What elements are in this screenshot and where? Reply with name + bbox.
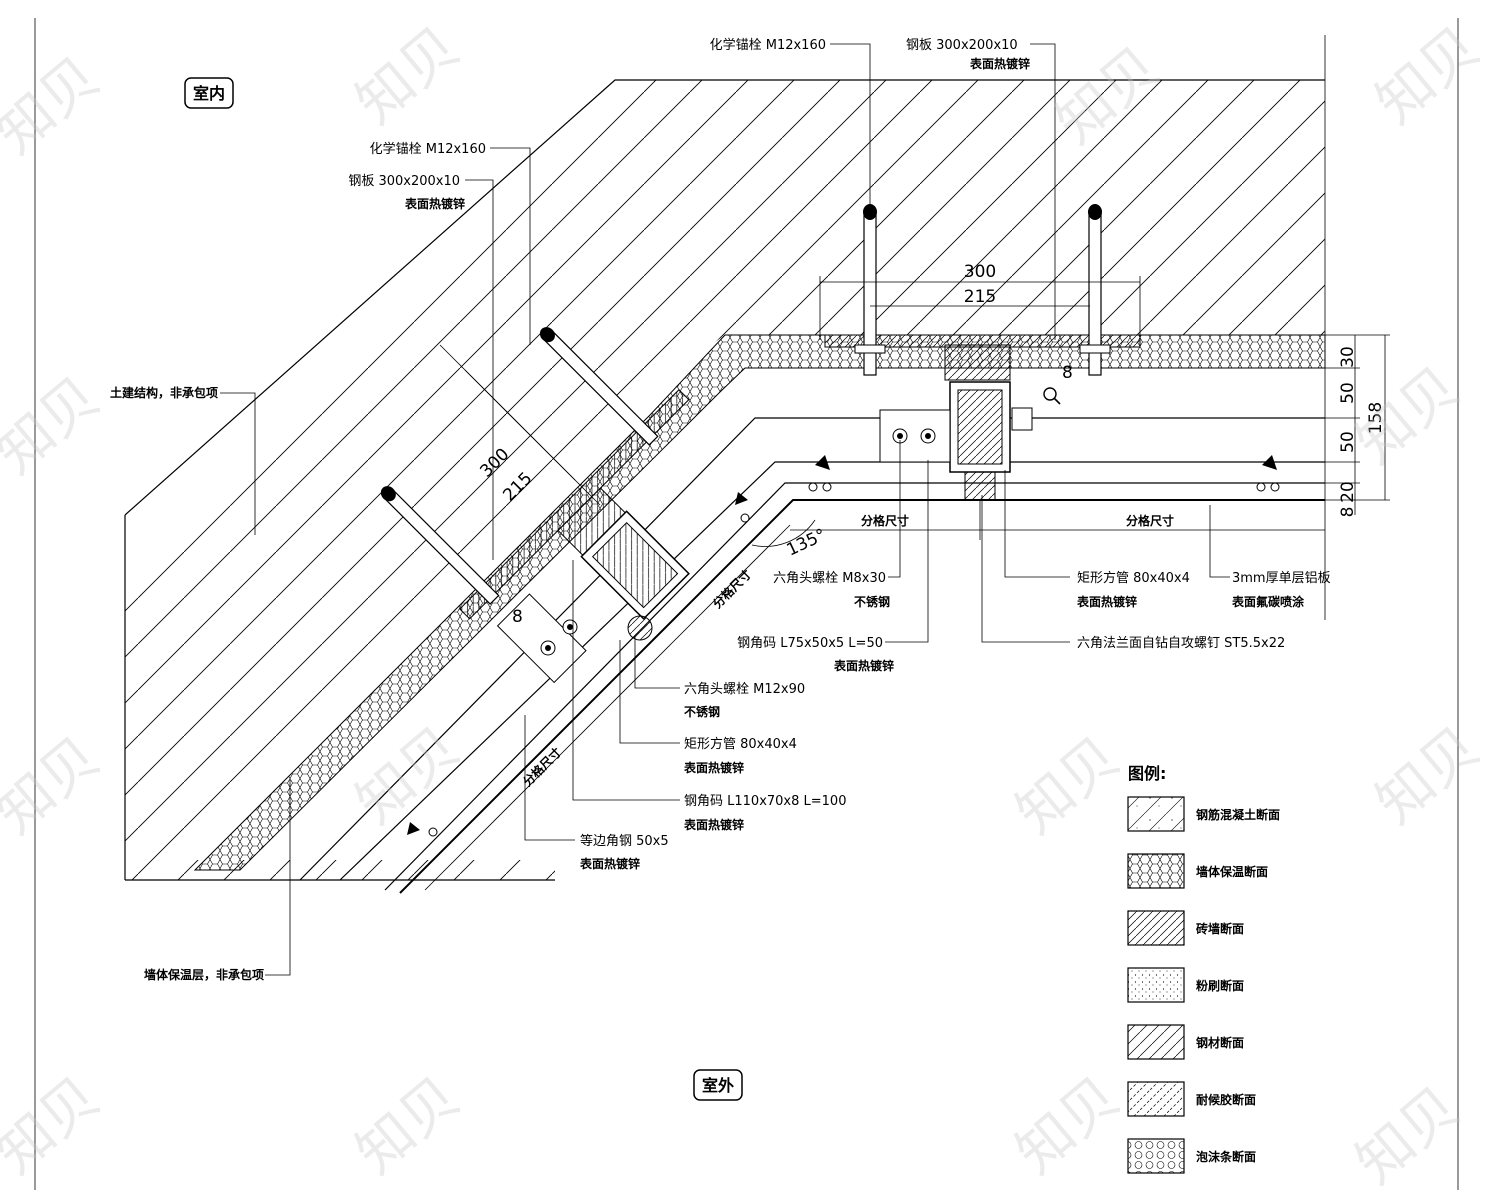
callout-anchor-top: 化学锚栓 M12x160 — [710, 37, 826, 53]
legend-label: 泡沫条断面 — [1196, 1149, 1256, 1164]
outdoor-mark: 室外 — [693, 1069, 743, 1101]
callout-equal-angle-finish: 表面热镀锌 — [579, 856, 640, 871]
dim-8-top: 8 — [1062, 363, 1073, 383]
dim-grid-a: 分格尺寸 — [861, 513, 909, 528]
callout-screw: 六角法兰面自钻自攻螺钉 ST5.5x22 — [1077, 636, 1285, 651]
callout-anchor-left: 化学锚栓 M12x160 — [370, 141, 486, 157]
dim-215-top: 215 — [964, 287, 996, 307]
watermark-text: 知贝 — [1344, 355, 1472, 477]
callout-angle-l110: 钢角码 L110x70x8 L=100 — [684, 794, 846, 809]
legend-item: 墙体保温断面 — [1127, 853, 1268, 889]
callout-alu-panel: 3mm厚单层铝板 — [1232, 571, 1331, 586]
legend-swatch — [1127, 910, 1185, 946]
callout-alu-panel-finish: 表面氟碳喷涂 — [1231, 594, 1305, 609]
legend-swatch — [1127, 796, 1185, 832]
legend-item: 耐候胶断面 — [1127, 1081, 1256, 1117]
dim-grid-c: 分格尺寸 — [710, 567, 755, 612]
callout-equal-angle: 等边角钢 50x5 — [580, 833, 669, 849]
watermark-text: 知贝 — [0, 365, 112, 487]
watermark-text: 知贝 — [1004, 725, 1132, 847]
dim-8-side: 8 — [1338, 507, 1358, 518]
watermark-text: 知贝 — [1004, 1065, 1132, 1187]
legend-title: 图例: — [1128, 764, 1166, 783]
callout-bolt-m12: 六角头螺栓 M12x90 — [684, 682, 805, 697]
callout-angle-l110-finish: 表面热镀锌 — [683, 817, 744, 832]
legend-swatch — [1127, 853, 1185, 889]
watermark-text: 知贝 — [0, 45, 112, 167]
legend-label: 墙体保温断面 — [1196, 864, 1268, 879]
legend-item: 砖墙断面 — [1127, 910, 1244, 946]
leader-lines — [220, 43, 1230, 976]
dim-30: 30 — [1338, 346, 1358, 368]
dim-8-diag: 8 — [512, 607, 523, 627]
legend-item: 粉刷断面 — [1127, 967, 1244, 1003]
legend-item: 钢筋混凝土断面 — [1127, 796, 1280, 832]
watermark-text: 知贝 — [1364, 15, 1492, 137]
callout-plate-top: 钢板 300x200x10 — [906, 38, 1018, 53]
dim-grid-b: 分格尺寸 — [1126, 513, 1174, 528]
callout-bolt-m8-mat: 不锈钢 — [854, 594, 890, 609]
magnifier-icon — [1043, 387, 1061, 405]
dim-158: 158 — [1366, 402, 1386, 434]
watermark-text: 知贝 — [344, 15, 472, 137]
outdoor-label: 室外 — [702, 1076, 734, 1095]
legend-label: 钢材断面 — [1196, 1035, 1244, 1050]
callouts: 化学锚栓 M12x160 钢板 300x200x10 表面热镀锌 化学锚栓 M1… — [110, 37, 1331, 982]
legend-label: 粉刷断面 — [1196, 978, 1244, 993]
watermark-text: 知贝 — [1364, 715, 1492, 837]
callout-tube-left-finish: 表面热镀锌 — [683, 760, 744, 775]
dim-300-top: 300 — [964, 262, 996, 282]
callout-bolt-m8: 六角头螺栓 M8x30 — [773, 571, 886, 586]
diagonal-anchor-assembly — [380, 327, 750, 837]
callout-civil-structure: 土建结构，非承包项 — [110, 385, 218, 400]
callout-angle-l75-finish: 表面热镀锌 — [833, 658, 894, 673]
concrete-structure — [124, 35, 1326, 881]
dim-50a: 50 — [1338, 382, 1358, 404]
watermark-text: 知贝 — [0, 725, 112, 847]
panel-skin — [299, 417, 1325, 894]
callout-angle-l75: 钢角码 L75x50x5 L=50 — [737, 636, 883, 651]
callout-plate-top-finish: 表面热镀锌 — [969, 56, 1030, 71]
legend-swatch — [1127, 967, 1185, 1003]
legend-label: 耐候胶断面 — [1196, 1092, 1256, 1107]
indoor-label: 室内 — [193, 84, 225, 103]
top-anchor-assembly — [808, 204, 1280, 501]
watermark-text: 知贝 — [344, 1065, 472, 1187]
dim-50b: 50 — [1338, 431, 1358, 453]
callout-tube-right-finish: 表面热镀锌 — [1076, 594, 1137, 609]
legend-swatch — [1127, 1138, 1185, 1174]
indoor-mark: 室内 — [184, 77, 234, 109]
callout-wall-insulation: 墙体保温层，非承包项 — [144, 967, 264, 982]
dimension-lines — [424, 276, 1390, 891]
callout-tube-right: 矩形方管 80x40x4 — [1077, 570, 1190, 586]
callout-plate-left-finish: 表面热镀锌 — [404, 196, 465, 211]
legend-swatch — [1127, 1081, 1185, 1117]
dimension-texts: 300 215 8 300 215 8 30 50 50 20 8 158 13… — [476, 262, 1386, 789]
dim-20: 20 — [1338, 481, 1358, 503]
watermark-text: 知贝 — [1344, 1075, 1472, 1197]
callout-plate-left: 钢板 300x200x10 — [348, 174, 460, 189]
callout-tube-left: 矩形方管 80x40x4 — [684, 736, 797, 752]
watermark-text: 知贝 — [0, 1065, 112, 1187]
legend-swatch — [1127, 1024, 1185, 1060]
legend-label: 砖墙断面 — [1196, 921, 1244, 936]
callout-bolt-m12-mat: 不锈钢 — [684, 704, 720, 719]
legend-item: 泡沫条断面 — [1127, 1138, 1256, 1174]
legend-label: 钢筋混凝土断面 — [1196, 807, 1280, 822]
legend-item: 钢材断面 — [1127, 1024, 1244, 1060]
